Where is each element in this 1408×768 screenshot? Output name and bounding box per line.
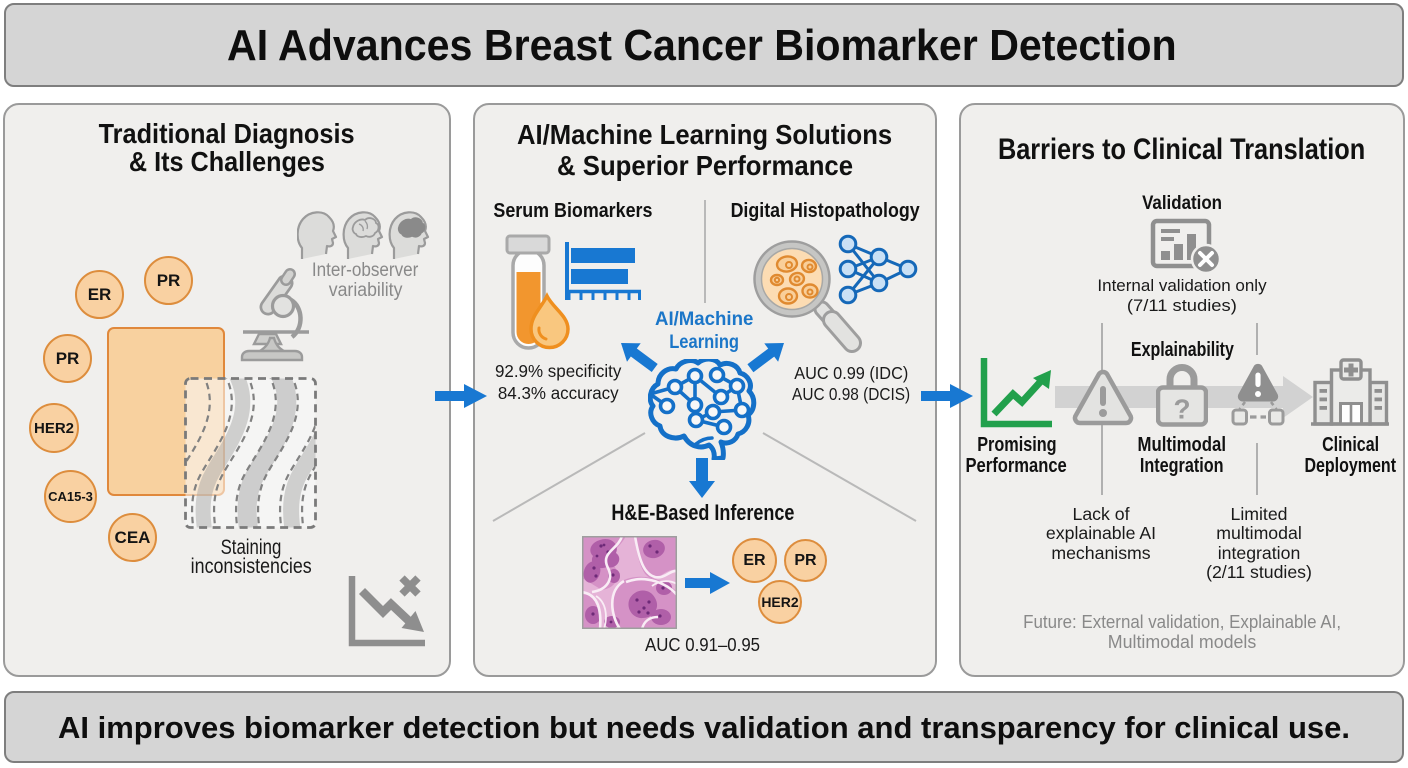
svg-text:?: ? (1173, 394, 1190, 425)
